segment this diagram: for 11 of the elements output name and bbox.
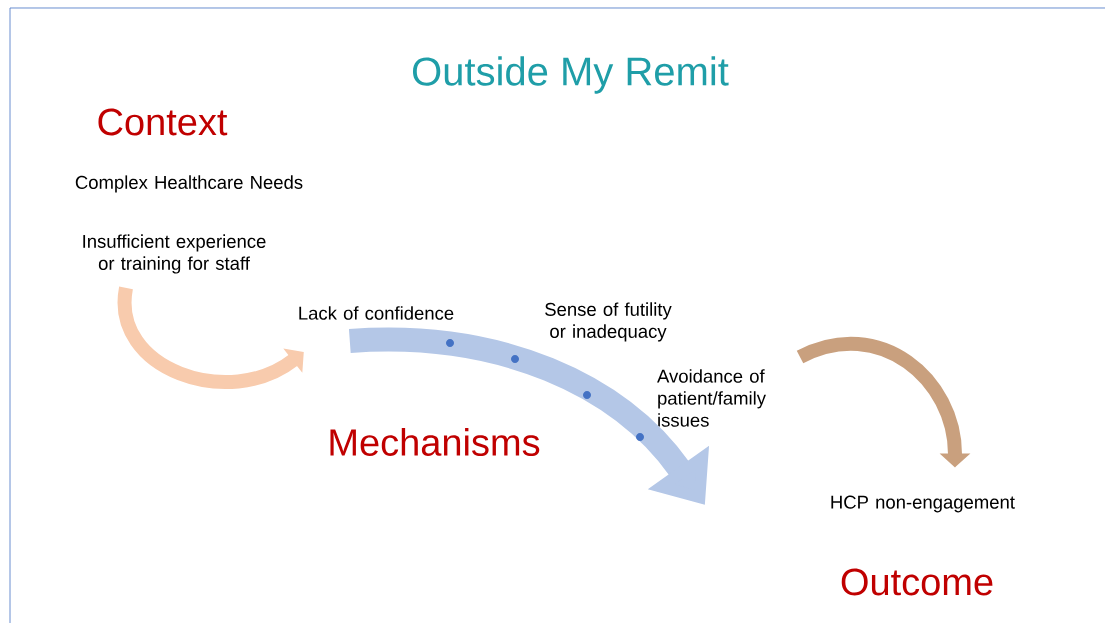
section-heading: Context [98,108,228,136]
text-label: Avoidance of patient/family issues [657,369,766,427]
section-heading: Mechanisms [330,428,540,456]
text-label: Lack of confidence [299,306,454,320]
text-label: Insufficient experience or training for staff [83,234,266,274]
text-label: HCP non-engagement [831,495,1015,513]
curved-arrow [117,287,304,389]
section-heading: Outcome [841,568,993,596]
text-label: Complex Healthcare Needs [75,175,303,193]
title: Outside My Remit [413,56,729,94]
text-label: Sense of futility or inadequacy [545,302,672,342]
